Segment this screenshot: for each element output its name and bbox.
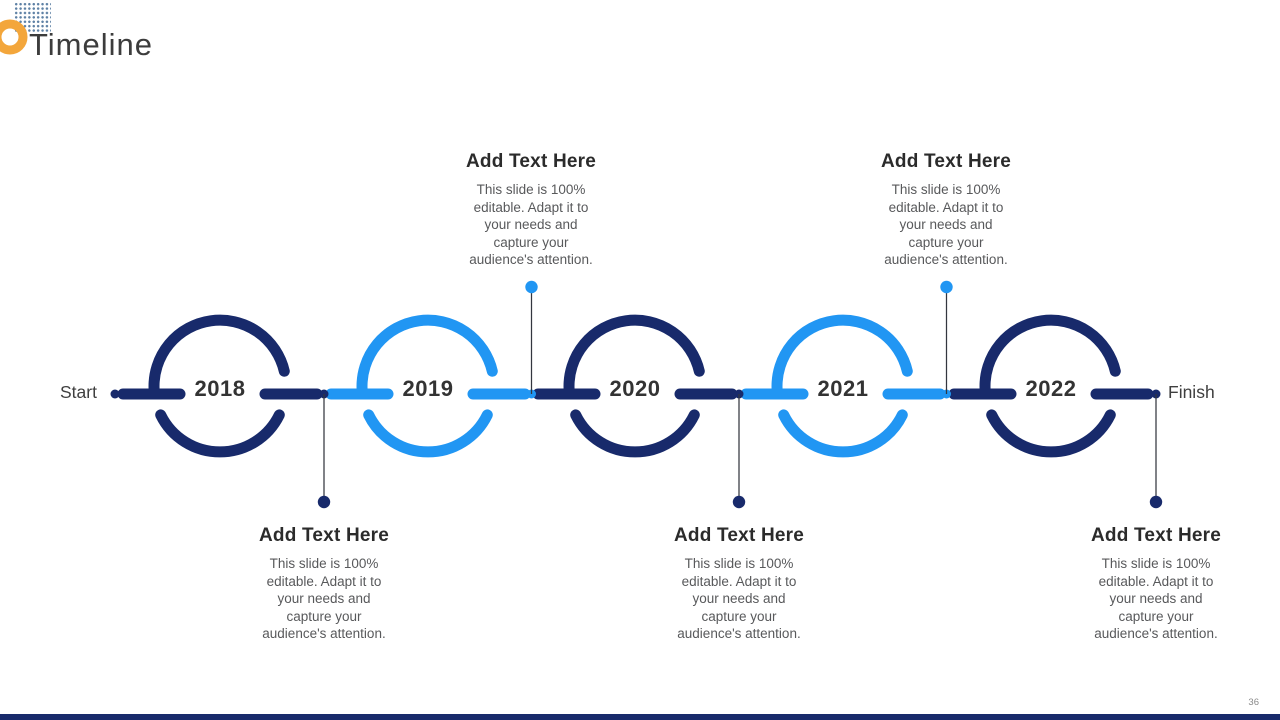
finish-label: Finish <box>1168 382 1215 402</box>
callout-body-line: This slide is 100% <box>684 556 794 571</box>
callout-connector-down <box>732 394 746 509</box>
milestone-ring-1 <box>117 314 323 458</box>
callout-body-line: audience's attention. <box>677 626 801 642</box>
callout-body-line: This slide is 100% <box>1101 556 1211 571</box>
callout-body-line: audience's attention. <box>469 252 593 268</box>
callout-body-line: capture your <box>701 608 777 624</box>
callout: Add Text Here This slide is 100% editabl… <box>861 151 1031 269</box>
callout: Add Text Here This slide is 100% editabl… <box>239 525 409 643</box>
callout-body-line: your needs and <box>484 217 578 233</box>
callout-connector-down <box>317 394 331 509</box>
callout: Add Text Here This slide is 100% editabl… <box>446 151 616 269</box>
milestone-year-label: 2020 <box>609 376 661 401</box>
callout-body-line: editable. Adapt it to <box>681 573 797 589</box>
page-title: Timeline <box>29 27 153 62</box>
callout: Add Text Here This slide is 100% editabl… <box>1071 525 1241 643</box>
callout-body: This slide is 100% editable. Adapt it to… <box>1071 555 1241 643</box>
callout-body: This slide is 100% editable. Adapt it to… <box>446 181 616 269</box>
milestone-ring-2 <box>325 314 531 458</box>
milestone-year-label: 2019 <box>402 376 454 401</box>
callout-body: This slide is 100% editable. Adapt it to… <box>861 181 1031 269</box>
callout-body-line: your needs and <box>692 591 786 607</box>
callout-connector-down <box>1149 394 1163 509</box>
callout-body-line: your needs and <box>1109 591 1203 607</box>
callout-body-line: editable. Adapt it to <box>888 199 1004 215</box>
callout-body-line: capture your <box>493 234 569 250</box>
callout: Add Text Here This slide is 100% editabl… <box>654 525 824 643</box>
callout-body-line: capture your <box>1118 608 1194 624</box>
callout-body-line: This slide is 100% <box>269 556 379 571</box>
callout-heading: Add Text Here <box>881 151 1011 172</box>
milestone-year-label: 2018 <box>194 376 246 401</box>
callout-heading: Add Text Here <box>1091 525 1221 546</box>
callout-body-line: audience's attention. <box>262 626 386 642</box>
callout-body-line: capture your <box>908 234 984 250</box>
callout-heading: Add Text Here <box>466 151 596 172</box>
callout-body-line: This slide is 100% <box>891 182 1001 197</box>
callout-connector-up <box>525 280 538 394</box>
callout-body-line: your needs and <box>277 591 371 607</box>
callout-connector-up <box>940 280 953 394</box>
callout-heading: Add Text Here <box>259 525 389 546</box>
callout-body-line: audience's attention. <box>1094 626 1218 642</box>
callout-body-line: your needs and <box>899 217 993 233</box>
milestone-ring-5 <box>948 314 1154 458</box>
callout-body-line: editable. Adapt it to <box>266 573 382 589</box>
orange-ring-icon <box>0 19 28 55</box>
start-label: Start <box>60 382 97 402</box>
start-node-dot <box>110 389 120 399</box>
milestone-year-label: 2021 <box>817 376 869 401</box>
callout-body-line: audience's attention. <box>884 252 1008 268</box>
footer-bar <box>0 714 1280 720</box>
callout-body: This slide is 100% editable. Adapt it to… <box>654 555 824 643</box>
callout-body-line: capture your <box>286 608 362 624</box>
callout-heading: Add Text Here <box>674 525 804 546</box>
callout-body-line: editable. Adapt it to <box>1098 573 1214 589</box>
callout-body: This slide is 100% editable. Adapt it to… <box>239 555 409 643</box>
milestone-ring-4 <box>740 314 946 458</box>
callout-body-line: editable. Adapt it to <box>473 199 589 215</box>
milestone-year-label: 2022 <box>1025 376 1077 401</box>
callout-body-line: This slide is 100% <box>476 182 586 197</box>
page-number: 36 <box>1248 697 1259 708</box>
milestone-ring-3 <box>532 314 738 458</box>
